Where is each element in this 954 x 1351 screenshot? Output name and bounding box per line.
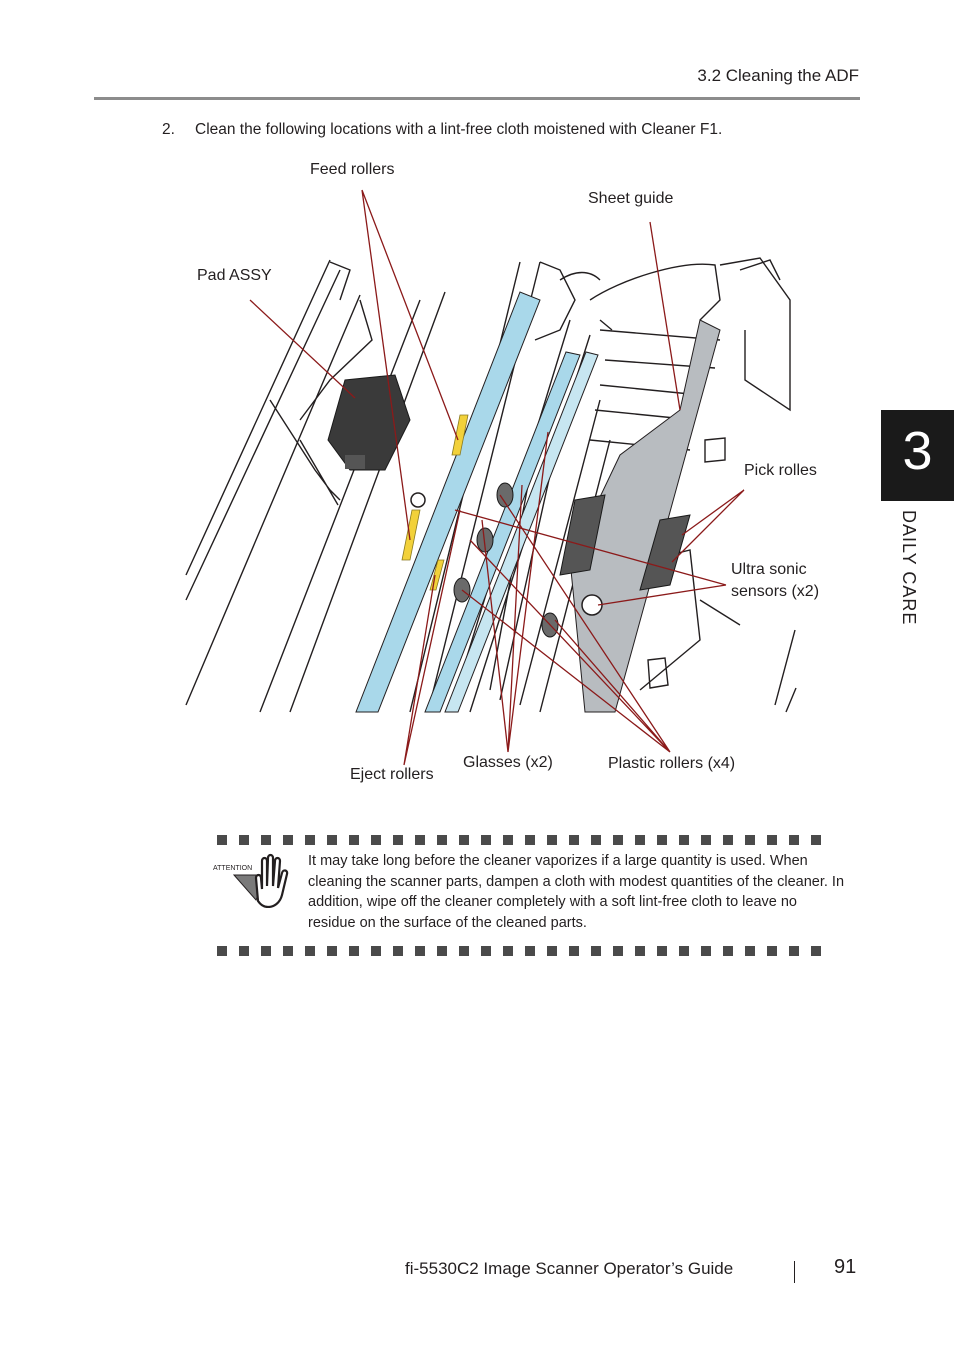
divider-square <box>547 835 557 845</box>
divider-square <box>283 835 293 845</box>
footer-divider <box>794 1261 795 1283</box>
sheet-guide-label: Sheet guide <box>588 190 674 207</box>
footer-guide-title: fi-5530C2 Image Scanner Operator’s Guide <box>405 1259 734 1278</box>
divider-square <box>261 835 271 845</box>
divider-square <box>393 946 403 956</box>
attention-bottom-divider <box>217 946 847 956</box>
divider-square <box>239 946 249 956</box>
divider-square <box>657 946 667 956</box>
divider-square <box>239 835 249 845</box>
step-instruction: 2. Clean the following locations with a l… <box>162 121 722 139</box>
divider-square <box>591 946 601 956</box>
chapter-label-text: DAILY CARE <box>899 510 919 626</box>
plastic-rollers-label: Plastic rollers (x4) <box>608 755 736 772</box>
divider-square <box>415 835 425 845</box>
section-title: 3.2 Cleaning the ADF <box>697 66 859 85</box>
divider-square <box>767 835 777 845</box>
divider-square <box>679 946 689 956</box>
divider-square <box>481 835 491 845</box>
divider-square <box>525 835 535 845</box>
chapter-number: 3 <box>902 421 933 481</box>
attention-text: It may take long before the cleaner vapo… <box>308 853 845 932</box>
divider-square <box>701 835 711 845</box>
page-number: 91 <box>834 1256 857 1278</box>
divider-square <box>437 835 447 845</box>
divider-square <box>635 946 645 956</box>
divider-square <box>481 946 491 956</box>
divider-square <box>723 835 733 845</box>
divider-square <box>635 835 645 845</box>
divider-square <box>657 835 667 845</box>
divider-square <box>459 946 469 956</box>
divider-square <box>327 835 337 845</box>
divider-square <box>569 835 579 845</box>
divider-square <box>745 946 755 956</box>
glass-strip-2 <box>424 351 581 713</box>
divider-square <box>327 946 337 956</box>
divider-square <box>349 835 359 845</box>
divider-square <box>437 946 447 956</box>
attention-top-divider <box>217 835 847 845</box>
feed-rollers-label: Feed rollers <box>310 161 395 178</box>
callout-leader-lines <box>249 189 745 766</box>
glasses-label: Glasses (x2) <box>463 754 553 771</box>
divider-square <box>503 835 513 845</box>
divider-square <box>459 835 469 845</box>
divider-square <box>789 946 799 956</box>
divider-square <box>305 946 315 956</box>
ultrasonic-sensors <box>410 492 603 616</box>
pad-assy-part <box>327 374 411 471</box>
divider-square <box>261 946 271 956</box>
header-rule <box>94 97 860 100</box>
divider-square <box>525 946 535 956</box>
divider-square <box>767 946 777 956</box>
divider-square <box>503 946 513 956</box>
chapter-tab: 3 <box>881 410 954 501</box>
divider-square <box>305 835 315 845</box>
divider-square <box>789 835 799 845</box>
attention-icon-label: ATTENTION <box>213 865 252 872</box>
divider-square <box>349 946 359 956</box>
divider-square <box>415 946 425 956</box>
step-text: Clean the following locations with a lin… <box>195 121 723 138</box>
ultrasonic-sensors-label-line2: sensors (x2) <box>731 583 820 600</box>
divider-square <box>591 835 601 845</box>
step-number: 2. <box>162 121 175 138</box>
divider-square <box>371 946 381 956</box>
divider-square <box>811 946 821 956</box>
divider-square <box>547 946 557 956</box>
divider-square <box>283 946 293 956</box>
divider-square <box>723 946 733 956</box>
hand-warning-icon: ATTENTION <box>213 853 289 908</box>
divider-square <box>371 835 381 845</box>
divider-square <box>569 946 579 956</box>
glass-strip-1 <box>355 291 541 713</box>
divider-square <box>745 835 755 845</box>
divider-square <box>613 946 623 956</box>
divider-square <box>613 835 623 845</box>
divider-square <box>217 946 227 956</box>
divider-square <box>811 835 821 845</box>
adf-illustration <box>185 189 797 766</box>
ultrasonic-sensors-label-line1: Ultra sonic <box>731 561 807 578</box>
pick-rolles-label: Pick rolles <box>744 462 817 479</box>
chapter-label: DAILY CARE <box>898 510 938 640</box>
divider-square <box>393 835 403 845</box>
divider-square <box>679 835 689 845</box>
pad-assy-label: Pad ASSY <box>197 267 272 284</box>
divider-square <box>217 835 227 845</box>
divider-square <box>701 946 711 956</box>
eject-rollers-label: Eject rollers <box>350 766 434 783</box>
pick-rollers <box>559 494 691 591</box>
glass-strip-3 <box>444 351 599 713</box>
